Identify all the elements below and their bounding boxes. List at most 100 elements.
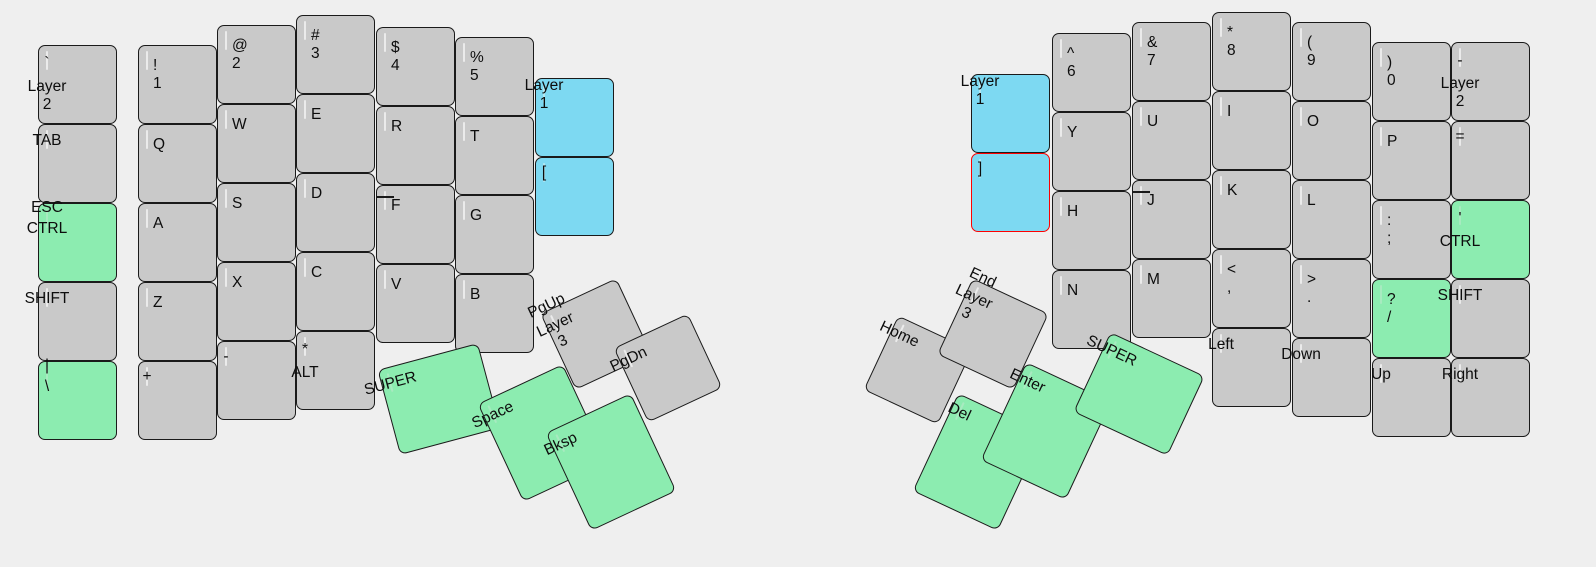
right-key-h[interactable]: H [1052,191,1131,270]
right-key-ctrl-key[interactable]: 'CTRL [1440,200,1530,279]
right-key-y-legend: Y [1061,119,1077,141]
right-key-key[interactable]: ] [971,153,1050,232]
left-key-f[interactable]: F [376,185,455,264]
left-key-a[interactable]: A [138,203,217,282]
right-key-u-legend-main: U [1147,113,1159,130]
right-key-key-key[interactable]: ?/ [1372,279,1451,358]
right-key-shift[interactable]: SHIFT [1438,279,1530,358]
left-key-layer-1-cap: Layer 1 [525,77,564,112]
right-key-y[interactable]: Y [1052,112,1131,191]
left-thumb-super[interactable]: SUPER [362,343,501,455]
left-key-3-key[interactable]: #3 [296,15,375,94]
right-key-k-legend-main: K [1227,182,1238,199]
left-key-z-cap: Z [146,288,162,311]
right-key-right[interactable]: Right [1442,358,1530,437]
left-key-r[interactable]: R [376,106,455,185]
right-thumb-super-legend: SUPER [1084,332,1140,370]
left-key-q[interactable]: Q [138,124,217,203]
right-key-ctrl-key-legend-main: CTRL [1439,232,1481,250]
left-key-4-key[interactable]: $4 [376,27,455,106]
left-key-d[interactable]: D [296,173,375,252]
right-key-up-legend-main: Up [1371,366,1391,384]
left-key-z[interactable]: Z [138,282,217,361]
left-key-x[interactable]: X [217,262,296,341]
right-key-j[interactable]: J [1132,180,1211,259]
left-key-w[interactable]: W [217,104,296,183]
right-key-p[interactable]: P [1372,121,1451,200]
left-key-key[interactable]: [ [535,157,614,236]
left-key-layer-1[interactable]: Layer 1 [525,77,614,157]
right-key-left-legend-main: Left [1208,336,1234,354]
right-key-right-cap: Right [1442,364,1478,383]
right-key-k[interactable]: K [1212,170,1291,249]
right-key-6-key[interactable]: ^6 [1052,33,1131,112]
left-key-key[interactable]: - [217,341,296,420]
right-key-i[interactable]: I [1212,91,1291,170]
left-key-g[interactable]: G [455,195,534,274]
right-key-key-key[interactable]: :; [1372,200,1451,279]
right-key-key-key[interactable]: <, [1212,249,1291,328]
right-key-left[interactable]: Left [1208,328,1291,407]
right-key-i-cap: I [1220,97,1231,120]
left-key-z-legend-main: Z [153,294,163,311]
left-thumb-pgdn-cap: PgDn [608,344,650,376]
right-key-layer-2-key[interactable]: -Layer 2 [1441,42,1530,121]
left-key-1-key[interactable]: !1 [138,45,217,124]
right-key-7-key-cap: &7 [1140,28,1157,69]
left-key-5-key[interactable]: %5 [455,37,534,116]
right-thumb-enter-legend-main: Enter [1006,365,1048,397]
right-key-ctrl-key-cap: 'CTRL [1440,206,1480,250]
right-key-j-homing-bar [1132,190,1150,193]
left-key-shift[interactable]: SHIFT [25,282,117,361]
left-key-f-legend-main: F [391,197,401,214]
left-key-layer-2-key[interactable]: `Layer 2 [28,45,117,124]
right-key-key-key[interactable]: >. [1292,259,1371,338]
left-key-alt-key[interactable]: *ALT [291,331,375,410]
left-key-x-legend: X [226,269,242,291]
right-key-u[interactable]: U [1132,101,1211,180]
right-key-p-legend: P [1381,128,1397,150]
left-key-s[interactable]: S [217,183,296,262]
right-key-layer-1[interactable]: Layer 1 [961,73,1050,153]
left-key-v-legend-main: V [391,276,402,293]
left-key-v[interactable]: V [376,264,455,343]
right-key-7-key[interactable]: &7 [1132,22,1211,101]
left-key-c[interactable]: C [296,252,375,331]
right-key-key-key-legend-main: , [1227,278,1232,296]
right-key-l[interactable]: L [1292,180,1371,259]
left-key-3-key-legend-top: # [311,27,320,44]
right-key-key-key-cap: <, [1220,255,1236,296]
left-key-d-cap: D [304,179,322,202]
left-key-1-key-legend-top: ! [153,57,158,74]
left-key-b[interactable]: B [455,274,534,353]
right-key-0-key-legend-main: 0 [1387,71,1396,89]
right-thumb-enter-cap: Enter [1007,366,1048,397]
left-key-4-key-cap: $4 [384,33,400,74]
left-key-4-key-legend-top: $ [391,39,400,56]
right-key-up[interactable]: Up [1371,358,1451,437]
left-key-e[interactable]: E [296,94,375,173]
right-key-down[interactable]: Down [1281,338,1371,417]
left-key-key-cap: + [142,367,152,386]
left-key-key[interactable]: + [138,361,217,440]
left-key-2-key[interactable]: @2 [217,25,296,104]
left-key-2-key-cap: @2 [225,31,248,72]
right-key-8-key[interactable]: *8 [1212,12,1291,91]
right-key-key-cap: ] [978,159,982,178]
right-key-9-key[interactable]: (9 [1292,22,1371,101]
right-key-o[interactable]: O [1292,101,1371,180]
right-key-0-key[interactable]: )0 [1372,42,1451,121]
left-key-ctrl-esc-legend-main: CTRL [26,220,68,237]
right-key-key[interactable]: = [1451,121,1530,200]
left-key-e-legend: E [305,101,321,123]
left-key-e-legend-main: E [311,106,322,123]
right-key-n-cap: N [1060,276,1078,299]
left-key-tab[interactable]: TAB [33,124,117,203]
left-key-t[interactable]: T [455,116,534,195]
right-key-m[interactable]: M [1132,259,1211,338]
right-key-right-legend-main: Right [1441,366,1479,384]
left-key-key-key[interactable]: |\ [38,357,117,440]
